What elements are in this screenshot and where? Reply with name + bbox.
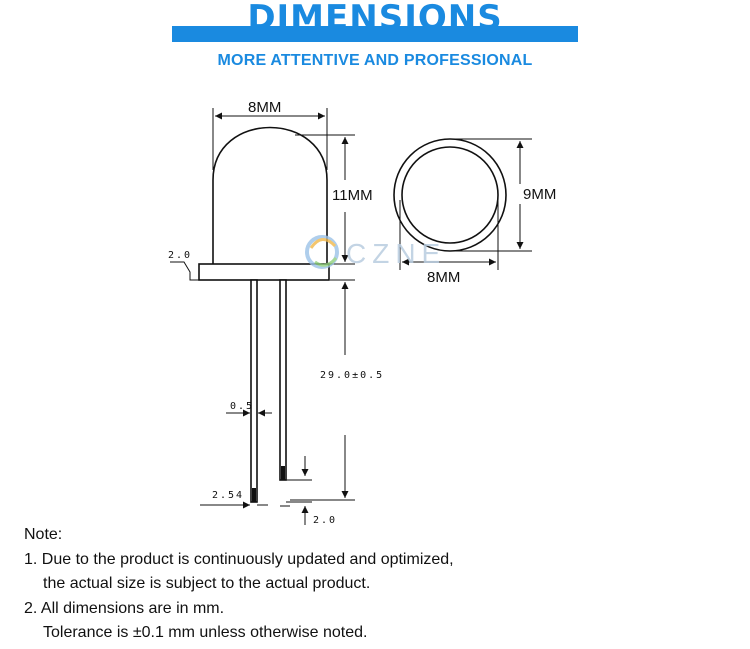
- note-2-continued: Tolerance is ±0.1 mm unless otherwise no…: [43, 624, 368, 641]
- watermark-text: CZNE: [346, 238, 446, 269]
- height-label: 11MM: [332, 187, 373, 204]
- top-width-label: 8MM: [427, 269, 460, 286]
- lead-length-label: 29.0±0.5: [320, 370, 384, 381]
- led-lead-long: [250, 279, 258, 503]
- lead-offset-label: 2.0: [313, 515, 337, 526]
- notes-section: Note: 1. Due to the product is continuou…: [24, 523, 724, 646]
- note-1: 1. Due to the product is continuously up…: [24, 550, 454, 568]
- diameter-label: 9MM: [523, 186, 556, 203]
- side-view-dimensions: [170, 108, 355, 525]
- led-flange: [198, 263, 330, 281]
- led-side-view: [198, 126, 330, 503]
- top-view-inner-lens: [401, 146, 499, 244]
- swirl-logo-icon: [305, 235, 339, 269]
- led-lead-short: [279, 279, 287, 481]
- notes-heading: Note:: [24, 526, 63, 543]
- lead-spacing-label: 2.54: [212, 490, 244, 501]
- header-bar: [172, 26, 578, 42]
- top-view-outer-ring: [393, 138, 507, 252]
- note-1-continued: the actual size is subject to the actual…: [43, 575, 371, 592]
- led-dome: [212, 126, 328, 266]
- page-subtitle: MORE ATTENTIVE AND PROFESSIONAL: [217, 52, 533, 69]
- width-label: 8MM: [248, 99, 281, 116]
- led-top-view: [393, 138, 507, 252]
- page-title: DIMENSIONS: [247, 0, 503, 38]
- note-2: 2. All dimensions are in mm.: [24, 599, 225, 617]
- flange-label: 2.0: [168, 250, 192, 261]
- lead-width-label: 0.5: [230, 401, 254, 412]
